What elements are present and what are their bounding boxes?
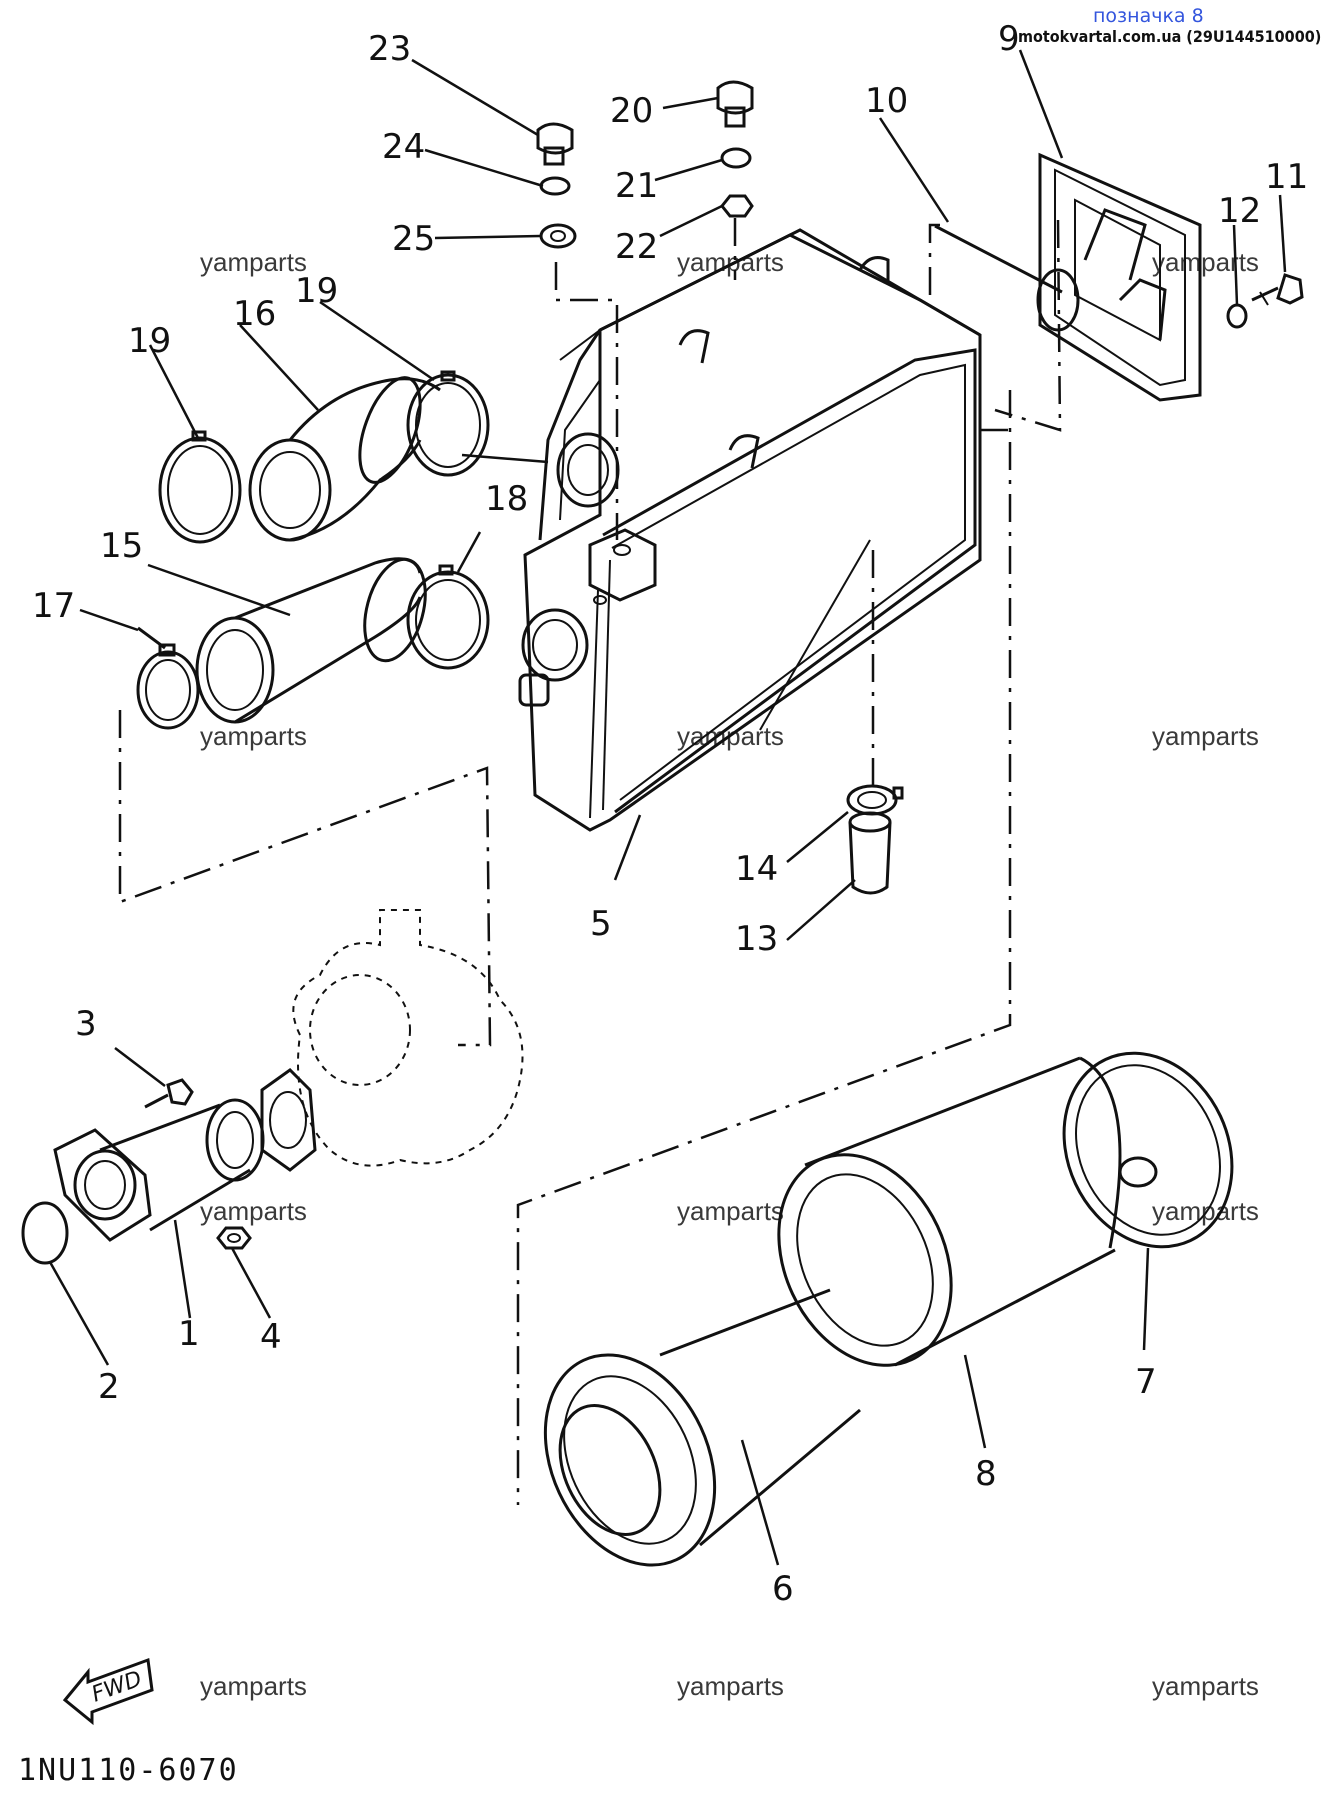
- part-label-7: 7: [1135, 1362, 1157, 1402]
- part-label-3: 3: [75, 1004, 97, 1044]
- source-reference: motokvartal.com.ua (29U144510000): [1018, 27, 1321, 46]
- air-filter-case: [518, 228, 982, 832]
- joint-nut: [216, 1226, 252, 1250]
- watermark-text: yamparts: [200, 247, 307, 277]
- part-label-10: 10: [865, 81, 908, 121]
- element-guide: [543, 1288, 861, 1567]
- part-label-2: 2: [98, 1367, 120, 1407]
- cover-washer: [1226, 303, 1248, 329]
- lower-joint-hose: [195, 557, 427, 724]
- part-label-4: 4: [260, 1317, 282, 1357]
- part-label-1: 1: [178, 1314, 200, 1354]
- leader-lines: [48, 49, 1287, 1566]
- assembly-guide-lines: [118, 218, 1062, 1505]
- element-end-plate: [1062, 1051, 1234, 1249]
- watermark-text: yamparts: [200, 721, 307, 751]
- forward-direction-arrow: FWD: [62, 1657, 154, 1726]
- cover-screw: [1251, 273, 1304, 306]
- watermark-text: yamparts: [1152, 1671, 1259, 1701]
- part-label-23: 23: [368, 29, 411, 69]
- part-label-8: 8: [975, 1454, 997, 1494]
- watermark-text: yamparts: [677, 1196, 784, 1226]
- part-label-19: 19: [295, 271, 338, 311]
- carburetor-joint: [53, 1098, 265, 1242]
- part-label-14: 14: [735, 849, 778, 889]
- part-label-20: 20: [610, 91, 653, 131]
- drain-hose-clip: [846, 784, 904, 816]
- watermark-text: yamparts: [677, 247, 784, 277]
- carburetor-outline: [260, 909, 524, 1172]
- part-label-22: 22: [615, 227, 658, 267]
- part-label-25: 25: [392, 219, 435, 259]
- watermark-text: yamparts: [677, 1671, 784, 1701]
- drain-hose: [848, 811, 892, 895]
- side-bolt: [536, 122, 574, 166]
- diagram-code: 1NU110-6070: [18, 1753, 239, 1788]
- part-label-15: 15: [100, 526, 143, 566]
- watermark-text: yamparts: [200, 1671, 307, 1701]
- part-label-24: 24: [382, 127, 425, 167]
- watermark-text: yamparts: [1152, 721, 1259, 751]
- top-nut: [720, 194, 754, 218]
- part-label-21: 21: [615, 166, 658, 206]
- part-label-18: 18: [485, 479, 528, 519]
- part-labels: 23 24 25 20 21 22 10 9 11 12 19 16 19 18…: [32, 19, 1308, 1609]
- part-label-16: 16: [233, 294, 276, 334]
- upper-hose-band: [158, 430, 242, 544]
- watermark-text: yamparts: [1152, 247, 1259, 277]
- air-filter-element: [777, 1056, 1122, 1367]
- joint-screw: [144, 1078, 194, 1109]
- upper-hose-band: [406, 370, 490, 477]
- part-label-9: 9: [998, 19, 1020, 59]
- diagram-tag: позначка 8: [1093, 5, 1204, 27]
- side-washer: [539, 223, 577, 249]
- lower-hose-band: [406, 564, 490, 670]
- watermark-text: yamparts: [200, 1196, 307, 1226]
- top-bolt: [716, 80, 754, 128]
- watermark-text: yamparts: [1152, 1196, 1259, 1226]
- top-spring-washer: [720, 147, 752, 169]
- part-label-17: 17: [32, 586, 75, 626]
- case-cover: [1036, 152, 1202, 402]
- part-label-12: 12: [1218, 191, 1261, 231]
- lower-hose-band: [136, 626, 200, 730]
- part-label-13: 13: [735, 919, 778, 959]
- part-label-6: 6: [772, 1569, 794, 1609]
- part-label-19: 19: [128, 321, 171, 361]
- part-label-5: 5: [590, 904, 612, 944]
- part-label-11: 11: [1265, 157, 1308, 197]
- upper-joint-hose: [248, 376, 441, 542]
- joint-o-ring: [21, 1201, 69, 1265]
- side-spring-washer: [539, 176, 571, 196]
